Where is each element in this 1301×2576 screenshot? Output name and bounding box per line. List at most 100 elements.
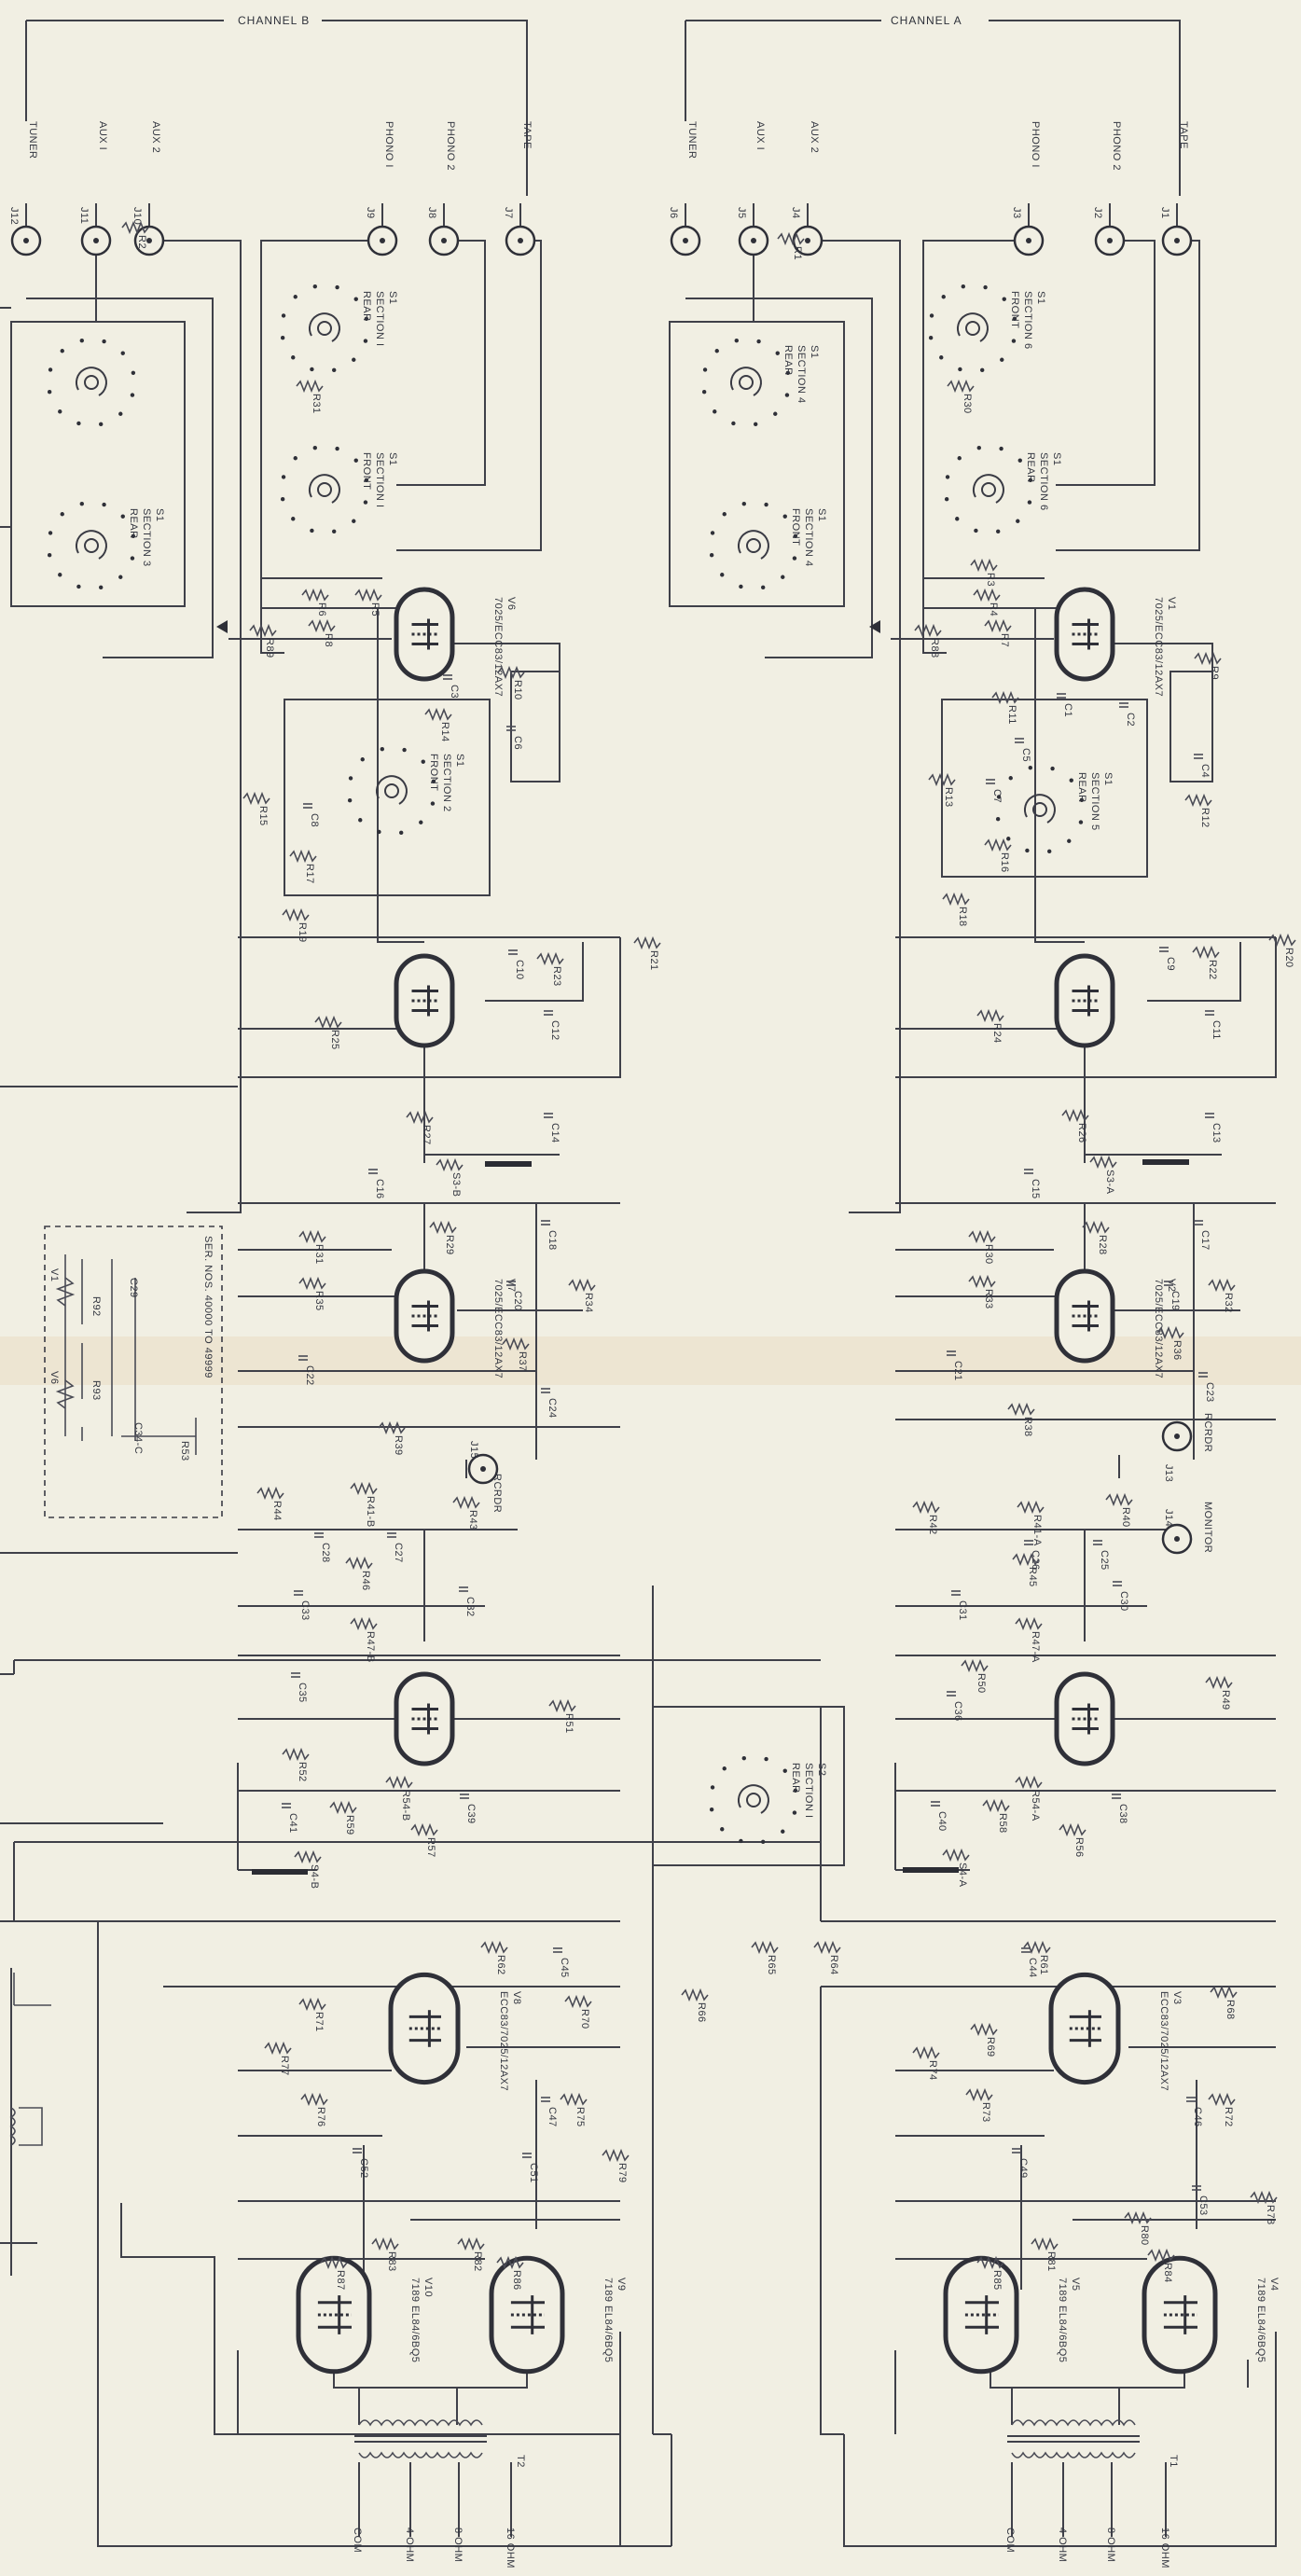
switch-contact bbox=[941, 295, 946, 299]
switch-contact bbox=[58, 573, 62, 577]
tube-id-label: V1 bbox=[1166, 597, 1177, 610]
component-r47-a: R47-A bbox=[1015, 1616, 1043, 1663]
switch-contact bbox=[130, 556, 135, 561]
switch-contact bbox=[710, 1785, 715, 1790]
resistor-zigzag bbox=[568, 1278, 596, 1293]
resistor-zigzag bbox=[298, 1229, 326, 1244]
component-ref: R51 bbox=[563, 1713, 574, 1734]
switch-label: SECTION I bbox=[374, 291, 385, 347]
component-r81: R81 bbox=[1031, 2237, 1059, 2272]
switch-contact bbox=[76, 584, 81, 589]
switch-hub bbox=[384, 783, 399, 798]
component-ref: R81 bbox=[1045, 2251, 1057, 2272]
resistor-zigzag bbox=[536, 951, 564, 966]
component-r26: R26 bbox=[1061, 1108, 1089, 1143]
ground-bar-s4b bbox=[252, 1869, 308, 1875]
component-c16: C16 bbox=[368, 1169, 385, 1199]
component-ref: R43 bbox=[467, 1510, 478, 1530]
heater-part-v6: V6 bbox=[48, 1371, 60, 1384]
resistor-zigzag bbox=[970, 2022, 998, 2037]
component-s4-b: S4-B bbox=[294, 1849, 322, 1889]
component-r32: R32 bbox=[1208, 1278, 1236, 1313]
channel-a-header-line bbox=[685, 20, 1181, 196]
component-ref: R40 bbox=[1120, 1507, 1131, 1528]
component-ref: C12 bbox=[549, 1020, 561, 1041]
component-ref: R28 bbox=[1097, 1235, 1108, 1255]
component-r39: R39 bbox=[378, 1420, 406, 1456]
switch-contact bbox=[419, 820, 423, 824]
switch-hub bbox=[1032, 802, 1047, 817]
component-r34: R34 bbox=[568, 1278, 596, 1313]
component-ref: R71 bbox=[313, 2012, 325, 2032]
input-jack-id-b-2: J10 bbox=[131, 207, 143, 225]
component-ref: R36 bbox=[1171, 1340, 1183, 1361]
switch-contact bbox=[1028, 478, 1033, 482]
switch-hub bbox=[317, 482, 332, 497]
component-ref: R24 bbox=[991, 1023, 1003, 1044]
component-r50: R50 bbox=[961, 1658, 989, 1694]
resistor-zigzag bbox=[1208, 2092, 1236, 2107]
input-jack-pin-b-0 bbox=[23, 238, 29, 243]
resistor-zigzag bbox=[984, 838, 1012, 852]
component-c51: C51 bbox=[522, 2153, 539, 2183]
component-c19: C19 bbox=[1164, 1281, 1181, 1311]
resistor-zigzag bbox=[354, 588, 382, 602]
switch-contact bbox=[731, 421, 736, 426]
component-c23: C23 bbox=[1198, 1372, 1215, 1403]
switch-label: S1 bbox=[454, 754, 465, 767]
component-ref: R80 bbox=[1139, 2225, 1150, 2246]
ground-bar-s3a bbox=[1142, 1159, 1189, 1165]
component-ref: R78 bbox=[1265, 2205, 1276, 2225]
resistor-zigzag bbox=[121, 220, 149, 235]
switch-contact bbox=[1027, 500, 1032, 505]
switch-contact bbox=[1050, 766, 1055, 771]
resistor-zigzag bbox=[298, 1276, 326, 1291]
resistor-zigzag bbox=[385, 1775, 413, 1790]
resistor-zigzag bbox=[1205, 1675, 1233, 1690]
heater-part-r53: R53 bbox=[179, 1441, 190, 1461]
component-r20: R20 bbox=[1268, 933, 1296, 968]
component-s3-b: S3-B bbox=[436, 1157, 464, 1197]
resistor-zigzag bbox=[633, 935, 661, 950]
switch-contact bbox=[720, 573, 725, 577]
component-ref: R56 bbox=[1073, 1837, 1085, 1858]
component-ref: R37 bbox=[517, 1351, 528, 1372]
input-label-a-3: PHONO I bbox=[1030, 121, 1041, 168]
resistor-zigzag bbox=[973, 588, 1001, 602]
switch-contact bbox=[720, 1827, 725, 1832]
resistor-zigzag bbox=[300, 2092, 328, 2107]
component-r30: R30 bbox=[947, 379, 975, 414]
switch-wiper bbox=[76, 367, 107, 396]
switch-contact bbox=[996, 795, 1002, 799]
component-ref: R30 bbox=[962, 394, 973, 414]
tube-id-label: V4 bbox=[1268, 2278, 1280, 2291]
resistor-zigzag bbox=[298, 1997, 326, 2012]
component-c18: C18 bbox=[541, 1220, 558, 1251]
resistor-zigzag bbox=[256, 1486, 284, 1501]
switch-label: SECTION 5 bbox=[1089, 772, 1100, 831]
component-ref: R87 bbox=[335, 2270, 346, 2291]
component-c4: C4 bbox=[1194, 754, 1211, 778]
switch-contact bbox=[929, 313, 934, 318]
resistor-zigzag bbox=[502, 1336, 530, 1351]
switch-contact bbox=[739, 1838, 743, 1844]
resistor-zigzag bbox=[1082, 1220, 1110, 1235]
switch-contact bbox=[944, 497, 949, 502]
tube-id-label: V10 bbox=[422, 2278, 434, 2297]
resistor-zigzag bbox=[1147, 2248, 1175, 2263]
component-c45: C45 bbox=[553, 1947, 570, 1978]
component-ref: R59 bbox=[344, 1815, 355, 1835]
switch-contact bbox=[1047, 849, 1052, 854]
component-ref: R70 bbox=[579, 2009, 590, 2029]
component-ref: C30 bbox=[1118, 1591, 1129, 1612]
switch-contact bbox=[741, 501, 746, 506]
switch-contact bbox=[352, 519, 356, 523]
component-ref: R21 bbox=[648, 950, 659, 971]
t1-tap-16ohm: 16 OHM bbox=[1159, 2528, 1170, 2569]
component-ref: R42 bbox=[927, 1515, 938, 1535]
resistor-zigzag bbox=[264, 2041, 292, 2056]
component-ref: R29 bbox=[444, 1235, 455, 1255]
